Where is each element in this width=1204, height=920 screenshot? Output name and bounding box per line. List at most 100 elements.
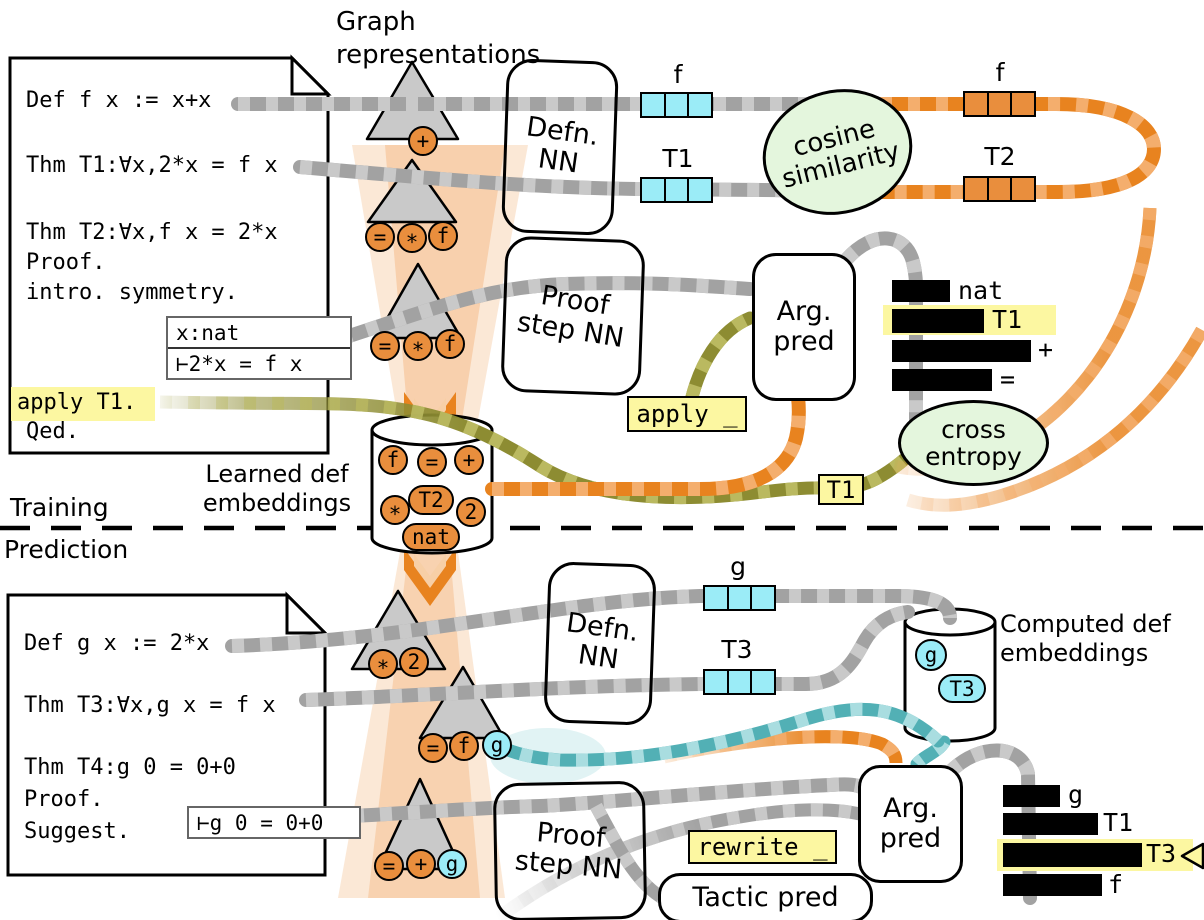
node-token-mul: ∗ (368, 649, 398, 679)
node-token-g-computed: g (437, 849, 467, 879)
tactic-highlight (11, 387, 155, 421)
graph-representations-label: Graph representations (336, 6, 540, 71)
nn-label: pred (879, 823, 942, 854)
arg-pred-box-training: Arg. pred (752, 253, 856, 401)
computed-def-embeddings-label: Computed def embeddings (1000, 610, 1171, 669)
ribbon-applyblank-to-argpred (692, 318, 750, 397)
score-label-plus: + (1038, 335, 1054, 364)
vector-cell (687, 177, 713, 203)
vector-cell (663, 92, 690, 118)
vector-cell (726, 585, 753, 611)
node-token-eq: = (365, 222, 395, 252)
node-token-eq: = (418, 733, 448, 763)
page-fold (285, 591, 329, 635)
goal-statement: ⊢2*x = f x (176, 352, 303, 376)
nn-label: Tactic pred (692, 881, 839, 913)
goal-statement: ⊢g 0 = 0+0 (197, 811, 324, 835)
label-line: Computed def (1000, 610, 1171, 638)
argument-label-t1: T1 (818, 474, 864, 505)
vector-cell (1010, 91, 1036, 117)
embedding-vector-t1-cyan (640, 177, 713, 203)
prediction-label: Prediction (4, 535, 129, 564)
embedding-label-t1: T1 (662, 144, 694, 173)
prediction-document (6, 591, 329, 877)
vector-cell (703, 669, 729, 695)
node-token-f: f (435, 329, 465, 359)
embedding-label-t3: T3 (721, 635, 753, 664)
vector-cell (687, 92, 713, 118)
score-bar-t1 (1003, 813, 1098, 835)
node-token-f: f (428, 221, 458, 251)
embedding-vector-f-cyan (640, 92, 713, 118)
learned-token-2: 2 (456, 497, 486, 527)
score-label-t3: T3 (1146, 839, 1177, 868)
goal-box-t4: ⊢g 0 = 0+0 (187, 806, 361, 839)
node-token-eq: = (370, 331, 400, 361)
learned-token-plus: + (454, 445, 484, 475)
code-line: Proof. (24, 787, 104, 812)
vector-cell (726, 669, 753, 695)
vector-cell (986, 176, 1013, 202)
code-line: Thm T1:∀x,2*x = f x (26, 153, 278, 178)
vector-cell (640, 177, 666, 203)
nn-label: pred (773, 326, 835, 357)
vector-cell (1010, 176, 1036, 202)
code-line: intro. symmetry. (26, 280, 238, 305)
nn-label: Arg. (776, 295, 832, 327)
node-token-mul: ∗ (397, 223, 427, 253)
proof-state-box: x:nat ⊢2*x = f x (166, 316, 352, 380)
proof-step-nn-box-training: Proof step NN (500, 235, 646, 397)
score-bar-plus (892, 340, 1031, 362)
code-line: Proof. (26, 250, 106, 275)
vector-cell (986, 91, 1013, 117)
code-line: Qed. (26, 419, 79, 444)
page-fold (290, 54, 332, 96)
code-line: Suggest. (24, 819, 130, 844)
node-token-plus: + (406, 849, 436, 879)
score-label-nat: nat (958, 276, 1004, 305)
vector-cell (750, 585, 776, 611)
code-line: Def f x := x+x (26, 88, 212, 113)
label-line: Graph (336, 7, 416, 37)
code-line: Thm T2:∀x,f x = 2*x (26, 220, 278, 245)
selected-suggestion-arrow-icon (1180, 842, 1204, 870)
label-line: embeddings (1000, 639, 1149, 668)
arg-pred-box-prediction: Arg. pred (858, 765, 963, 883)
computed-token-t3: T3 (938, 674, 986, 703)
code-line: Thm T4:g 0 = 0+0 (24, 755, 236, 780)
tactic-template-rewrite: rewrite _ (688, 830, 837, 864)
vector-cell (750, 669, 776, 695)
label-line: representations (336, 39, 541, 70)
learned-token-nat: nat (402, 523, 460, 551)
embedding-vector-t3-cyan (703, 669, 776, 695)
funnel-arrow-out-of-cylinder (404, 548, 456, 606)
learned-token-eq: = (417, 447, 447, 477)
nn-label: Arg. (883, 792, 938, 824)
vector-cell (640, 92, 666, 118)
cross-entropy-ellipse: cross entropy (898, 400, 1049, 486)
tactic-template-apply: apply _ (627, 396, 747, 432)
score-label-eq: = (1000, 365, 1016, 394)
node-token-g-computed: g (482, 730, 512, 760)
learned-token-f: f (378, 445, 408, 475)
score-bar-f (1003, 874, 1102, 896)
learned-token-mul: ∗ (380, 495, 410, 525)
code-line: Def g x := 2*x (24, 631, 210, 656)
score-label-t1: T1 (992, 305, 1023, 334)
score-label-t1: T1 (1103, 808, 1134, 837)
score-bar-g (1003, 785, 1060, 807)
label-line: Learned def (205, 460, 349, 488)
node-token-2: 2 (399, 647, 429, 677)
score-bar-t1 (892, 309, 984, 333)
score-label-f: f (1108, 870, 1124, 899)
label-line: embeddings (202, 489, 352, 518)
vector-cell (703, 585, 729, 611)
tactic-pred-box: Tactic pred (658, 873, 873, 920)
embedding-label-g: g (730, 552, 746, 581)
score-bar-t3 (1003, 843, 1142, 867)
op-label: entropy (925, 442, 1022, 471)
op-label: cross (941, 415, 1006, 444)
node-token-eq: = (374, 851, 404, 881)
node-token-f: f (449, 731, 479, 761)
